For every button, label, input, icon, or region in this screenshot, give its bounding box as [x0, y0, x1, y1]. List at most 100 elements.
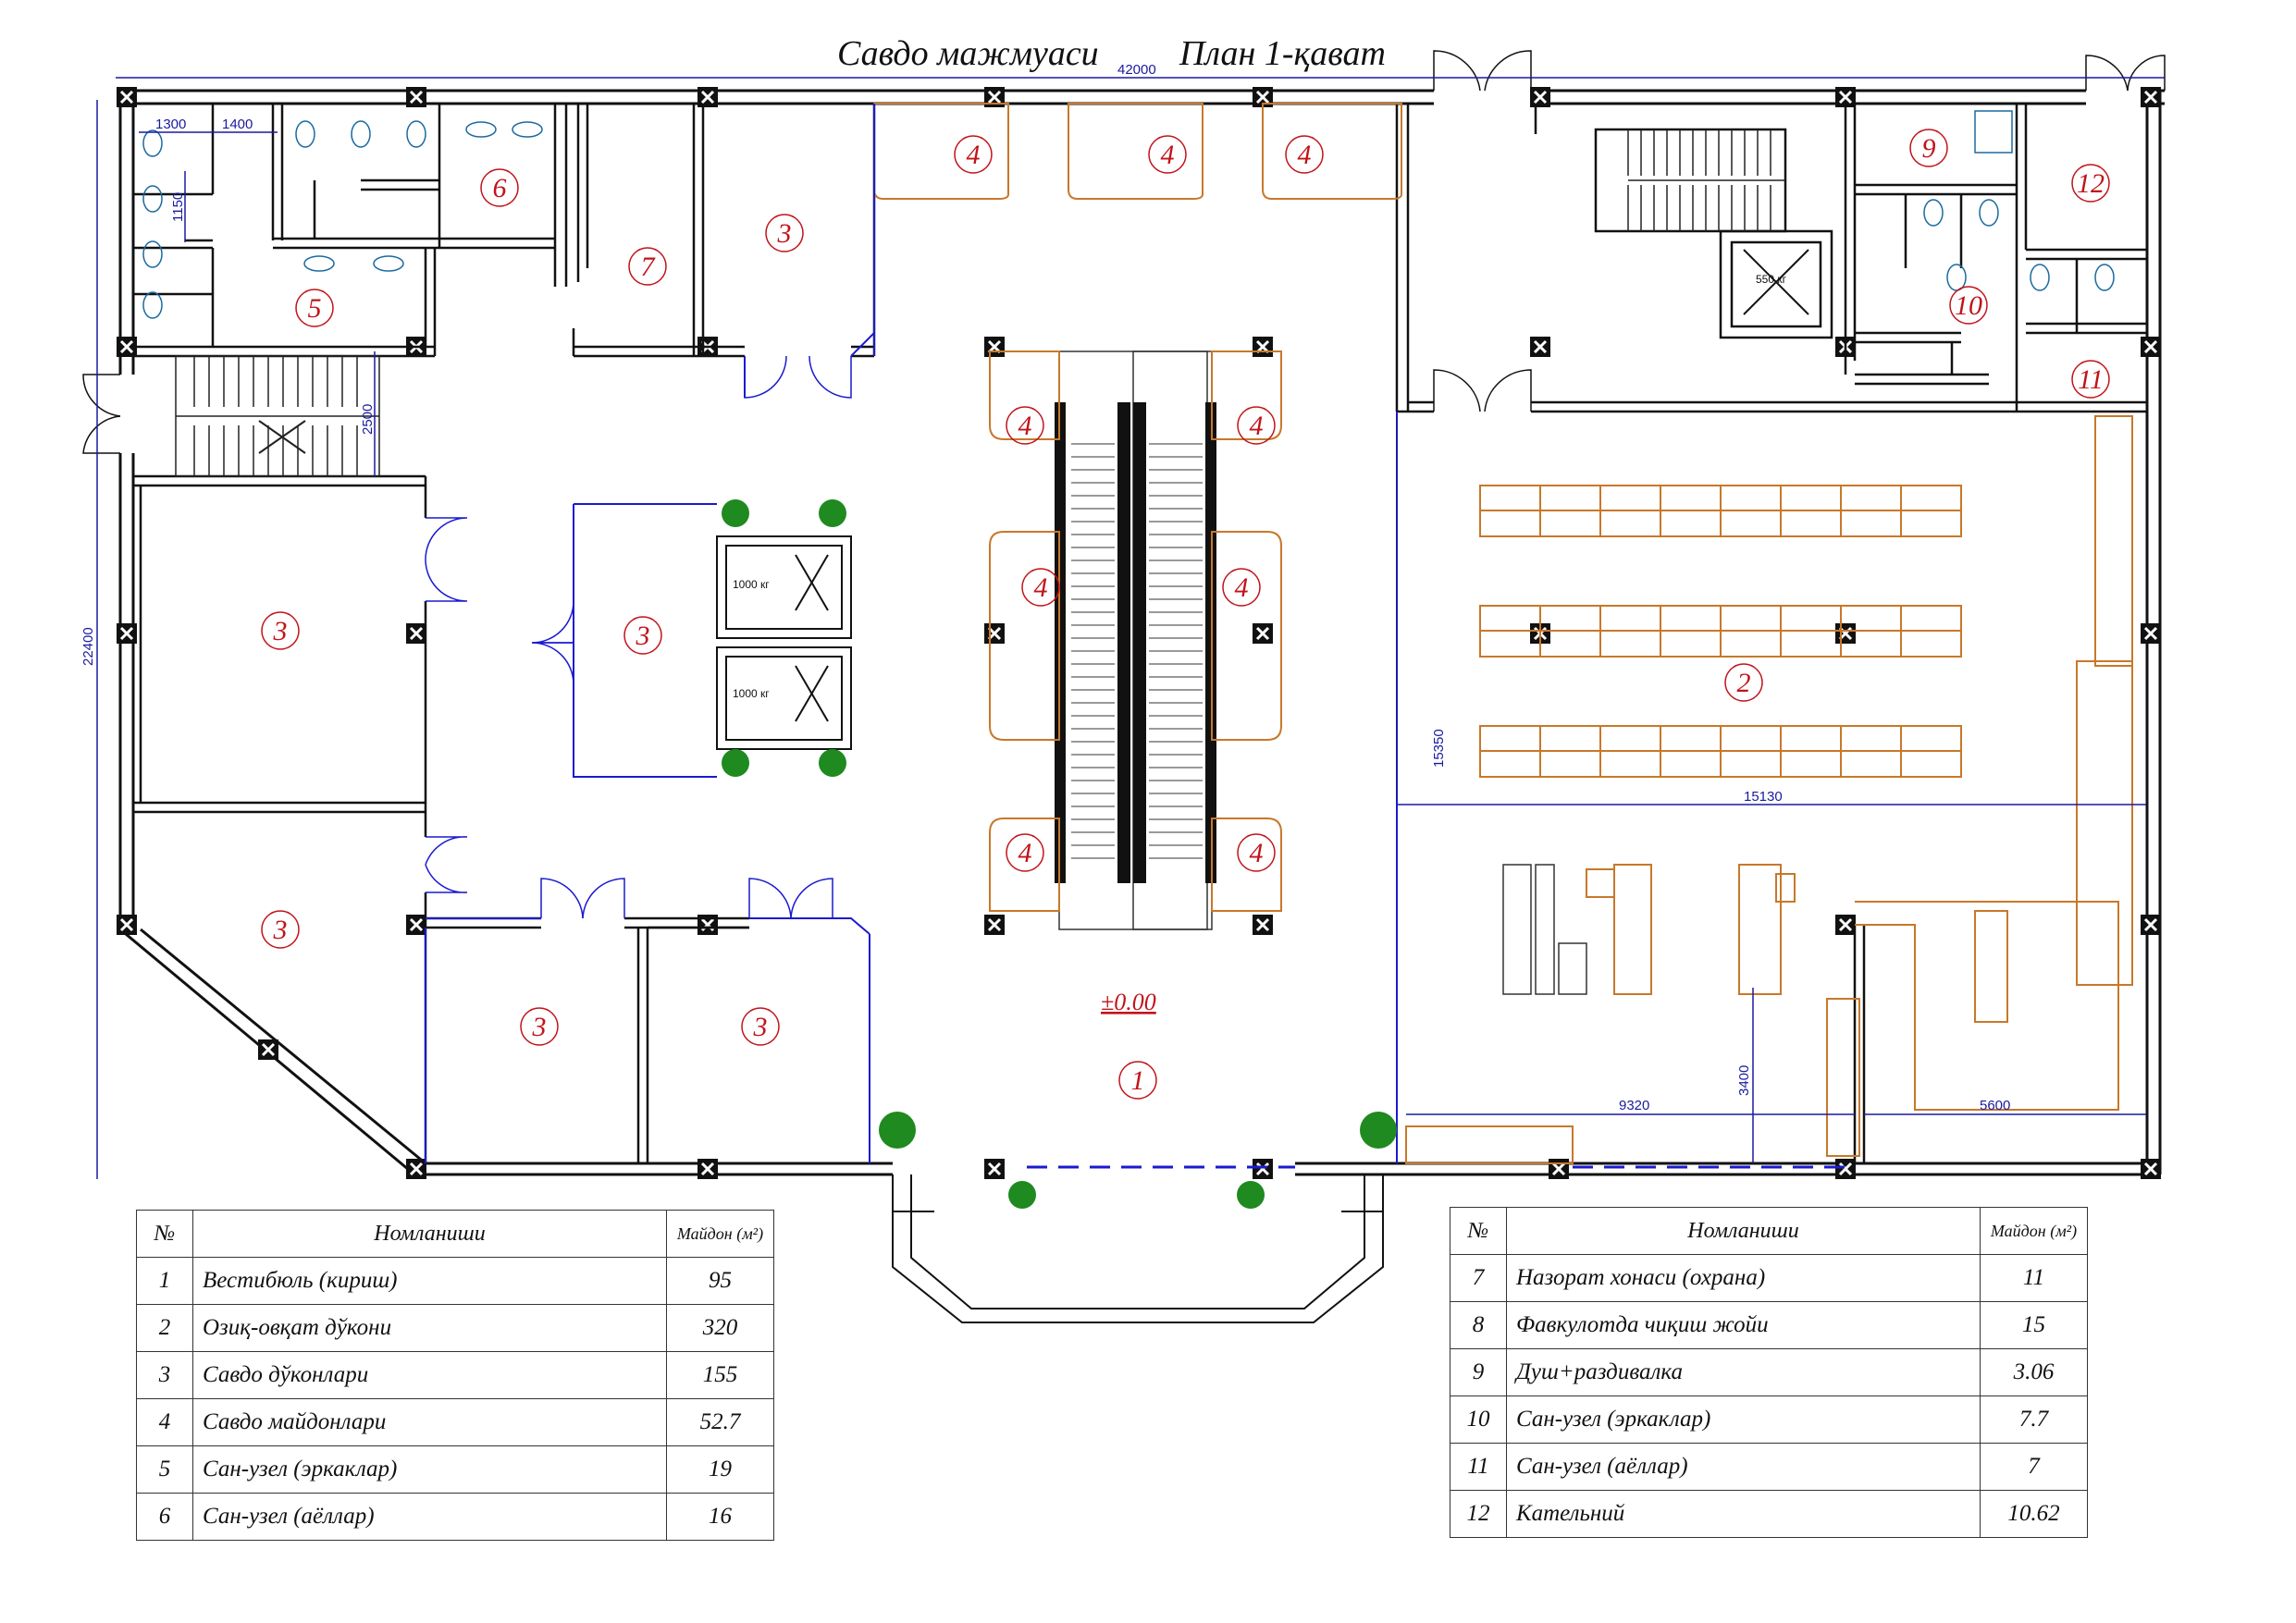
- room-number-4: 4: [1006, 406, 1044, 445]
- legend-cell-no: 10: [1450, 1396, 1507, 1444]
- column: [1835, 915, 1856, 935]
- svg-text:3: 3: [753, 1012, 768, 1042]
- legend-cell-name: Сан-узел (аёллар): [192, 1493, 667, 1541]
- column: [697, 1159, 718, 1179]
- column: [1253, 915, 1273, 935]
- grocery-shelves: [1405, 415, 2133, 1164]
- room-number-4: 4: [1237, 833, 1276, 872]
- svg-text:5: 5: [308, 293, 322, 324]
- dim-3400: 3400: [1736, 1065, 1752, 1096]
- room-number-3: 3: [741, 1007, 780, 1046]
- legend-cell-name: Савдо майдонлари: [192, 1398, 667, 1446]
- svg-text:3: 3: [777, 218, 792, 249]
- dim-15130: 15130: [1744, 789, 1783, 805]
- legend-cell-area: 10.62: [1980, 1490, 2088, 1538]
- dim-1150: 1150: [170, 192, 186, 222]
- legend-cell-area: 16: [666, 1493, 774, 1541]
- legend-cell-no: 12: [1450, 1490, 1507, 1538]
- column: [1835, 1159, 1856, 1179]
- legend-cell-no: 6: [136, 1493, 193, 1541]
- room-number-7: 7: [628, 247, 667, 286]
- trolleys: [1502, 864, 1587, 995]
- column: [1835, 87, 1856, 107]
- svg-text:4: 4: [1298, 140, 1312, 170]
- legend-cell-area: 11: [1980, 1254, 2088, 1302]
- column: [1835, 623, 1856, 644]
- room-number-3: 3: [261, 611, 300, 650]
- room-number-11: 11: [2071, 360, 2110, 399]
- legend-cell-no: 2: [136, 1304, 193, 1352]
- legend-header-area: Майдон (м²): [1980, 1207, 2088, 1255]
- room-number-3: 3: [520, 1007, 559, 1046]
- room-number-12: 12: [2071, 164, 2110, 203]
- svg-text:3: 3: [273, 915, 288, 945]
- legend-cell-no: 9: [1450, 1348, 1507, 1396]
- legend-cell-name: Сан-узел (эркаклар): [1506, 1396, 1981, 1444]
- column: [1549, 1159, 1569, 1179]
- svg-text:11: 11: [2078, 364, 2104, 395]
- svg-text:10: 10: [1955, 290, 1982, 321]
- entrance-canopy: [892, 1174, 1384, 1323]
- checkout-counters: [1586, 864, 1796, 995]
- legend-cell-name: Сан-узел (эркаклар): [192, 1445, 667, 1494]
- column: [258, 1039, 278, 1060]
- legend-cell-name: Душ+раздивалка: [1506, 1348, 1981, 1396]
- column: [984, 915, 1005, 935]
- escalators: [1055, 350, 1216, 930]
- lift-2-capacity: 1000 кг: [733, 687, 770, 700]
- svg-text:4: 4: [1235, 572, 1249, 603]
- column: [2141, 623, 2161, 644]
- legend-cell-area: 7.7: [1980, 1396, 2088, 1444]
- room-number-4: 4: [1148, 135, 1187, 174]
- dim-9320: 9320: [1619, 1098, 1649, 1113]
- room-number-1: 1: [1118, 1061, 1157, 1100]
- column: [406, 623, 426, 644]
- column: [1253, 87, 1273, 107]
- column: [2141, 87, 2161, 107]
- svg-text:4: 4: [1034, 572, 1048, 603]
- legend-cell-name: Фавкулотда чиқиш жойи: [1506, 1301, 1981, 1349]
- column: [117, 623, 137, 644]
- room-number-3: 3: [765, 214, 804, 252]
- column: [1530, 337, 1550, 357]
- legend-header-area: Майдон (м²): [666, 1210, 774, 1258]
- legend-cell-no: 5: [136, 1445, 193, 1494]
- svg-text:1: 1: [1131, 1065, 1145, 1096]
- column: [984, 337, 1005, 357]
- dim-overall-height: 22400: [80, 627, 96, 666]
- legend-cell-area: 7: [1980, 1443, 2088, 1491]
- column: [1253, 1159, 1273, 1179]
- svg-text:3: 3: [636, 621, 650, 651]
- svg-text:2: 2: [1737, 668, 1751, 698]
- dimension-lines: [96, 77, 2165, 1179]
- legend-cell-name: Савдо дўконлари: [192, 1351, 667, 1399]
- room-number-4: 4: [954, 135, 993, 174]
- lift-1-capacity: 1000 кг: [733, 578, 770, 591]
- legend-cell-no: 4: [136, 1398, 193, 1446]
- room-number-4: 4: [1021, 568, 1060, 607]
- exterior-doors: [82, 50, 2166, 454]
- sanitary-fixtures: [142, 110, 2115, 319]
- legend-header-name: Номланиши: [1506, 1207, 1981, 1255]
- legend-cell-no: 11: [1450, 1443, 1507, 1491]
- column: [1253, 623, 1273, 644]
- dim-2500: 2500: [360, 404, 376, 435]
- door-swings: [425, 355, 852, 919]
- svg-text:4: 4: [1018, 838, 1032, 868]
- legend-cell-area: 3.06: [1980, 1348, 2088, 1396]
- passenger-lifts: [716, 249, 1809, 750]
- svg-text:3: 3: [273, 616, 288, 646]
